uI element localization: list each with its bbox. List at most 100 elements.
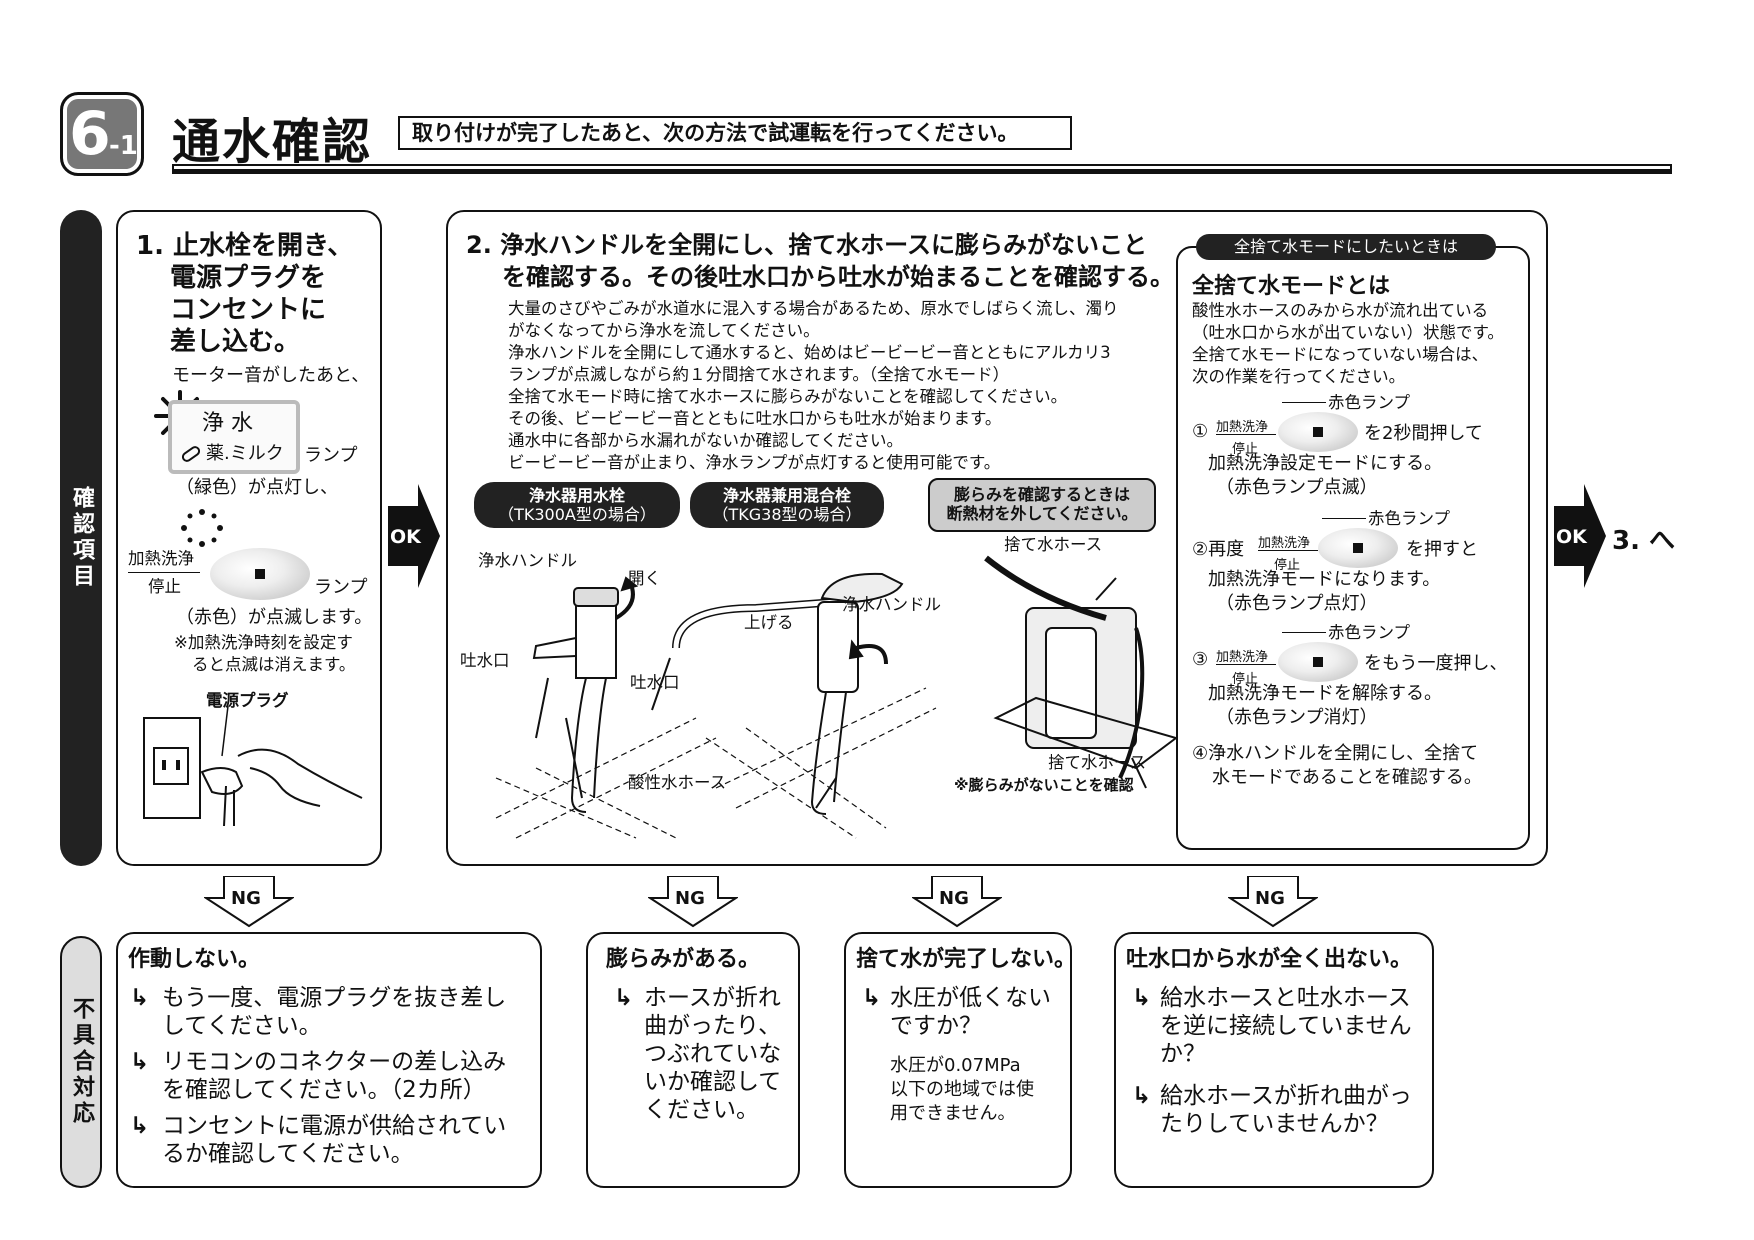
- trouble-note-line: 以下の地域では使: [890, 1079, 1034, 1100]
- ok-arrow-icon: [388, 484, 440, 588]
- power-plug-label: 電源プラグ: [206, 691, 289, 710]
- trouble-item-line: るか確認してください。: [162, 1141, 414, 1167]
- step2-body-line: ビービービー音が止まり、浄水ランプが点灯すると使用可能です。: [508, 453, 1001, 472]
- ok-arrow-icon: [1554, 484, 1606, 588]
- step1-note-line: ※加熱洗浄時刻を設定す: [174, 633, 353, 652]
- header-rule: [172, 164, 1672, 174]
- label-open: 開く: [628, 569, 661, 588]
- btn-label-divider: [1216, 434, 1276, 435]
- mode-step2-text: 加熱洗浄モードになります。: [1208, 569, 1441, 590]
- step2-body-line: 全捨て水モード時に捨て水ホースに膨らみがないことを確認してください。: [508, 387, 1068, 406]
- trouble-item-line: たりしていませんか？: [1160, 1111, 1389, 1137]
- ng-label: NG: [939, 888, 969, 909]
- mode-box-title: 全捨て水モードとは: [1192, 274, 1391, 299]
- section-badge: 6 -1: [60, 92, 144, 176]
- heat-wash-stop-button[interactable]: [1318, 528, 1398, 568]
- step2-body-line: 通水中に各部から水漏れがないか確認してください。: [508, 431, 904, 450]
- btn-label-divider: [1258, 550, 1318, 551]
- label-handle2: 浄水ハンドル: [842, 595, 941, 614]
- step2-body-line: その後、ビービービー音とともに吐水口からも吐水が始まります。: [508, 409, 1002, 428]
- label-drain-hose-bottom: 捨て水ホース: [1048, 753, 1147, 772]
- power-outlet-illustration: [143, 705, 363, 827]
- trouble-title: 作動しない。: [128, 947, 261, 972]
- trouble-title: 吐水口から水が全く出ない。: [1126, 947, 1413, 972]
- heat-wash-stop-button[interactable]: [1278, 412, 1358, 452]
- side-label-check: 確認項目: [60, 210, 102, 866]
- trouble-panel-no-operation: 作動しない。 ↳ もう一度、電源プラグを抜き差し してください。 ↳ リモコンの…: [116, 932, 542, 1188]
- arrow-bullet-icon: ↳: [862, 985, 882, 1011]
- ng-arrow-icon: [204, 876, 294, 928]
- trouble-item-line: ください。: [644, 1097, 759, 1123]
- mode-step1-num: ①: [1192, 421, 1209, 442]
- side-label-trouble: 不具合対応: [60, 936, 102, 1188]
- mode-step1-text: （赤色ランプ点滅）: [1216, 477, 1378, 498]
- lamp-leader: [1282, 632, 1326, 633]
- red-lamp-label: 赤色ランプ: [1328, 623, 1411, 642]
- step1-red-text: （赤色）が点滅します。: [176, 607, 373, 628]
- faucet-illustration: [495, 555, 1176, 839]
- mode-desc-line: 次の作業を行ってください。: [1192, 367, 1406, 386]
- faucet-type2-badge: 浄水器兼用混合栓 （TKG38型の場合）: [690, 482, 884, 528]
- ng-arrow-icon: [912, 876, 1002, 928]
- step1-lamp-word: ランプ: [304, 445, 358, 466]
- trouble-item-line: リモコンのコネクターの差し込み: [162, 1049, 507, 1075]
- lamp-label-water: 浄 水: [202, 411, 253, 436]
- arrow-bullet-icon: ↳: [130, 1049, 150, 1075]
- badge-line: 浄水器兼用混合栓: [722, 486, 851, 505]
- mode-step2-text: を押すと: [1406, 539, 1478, 560]
- section-number: 6: [69, 99, 111, 169]
- page-title: 通水確認: [172, 114, 373, 170]
- mode-step3-text: 加熱洗浄モードを解除する。: [1208, 683, 1442, 704]
- next-step-link[interactable]: 3. へ: [1612, 526, 1676, 556]
- heat-wash-stop-button[interactable]: [210, 548, 310, 600]
- heat-wash-label: 加熱洗浄: [1216, 420, 1269, 435]
- label-confirm-note: ※膨らみがないことを確認: [954, 776, 1134, 794]
- trouble-item-line: 曲がったり、: [644, 1013, 782, 1039]
- badge-line: （TK300A型の場合）: [498, 505, 656, 524]
- badge-line: （TKG38型の場合）: [712, 505, 862, 524]
- arrow-bullet-icon: ↳: [1132, 985, 1152, 1011]
- lamp-leader: [1322, 518, 1366, 519]
- step1-heading-line: 差し込む。: [170, 327, 301, 357]
- red-lamp-label: 赤色ランプ: [1368, 509, 1451, 528]
- mode-box-tab: 全捨て水モードにしたいときは: [1196, 234, 1496, 260]
- section-sub-number: -1: [109, 131, 138, 161]
- arrow-bullet-icon: ↳: [1132, 1083, 1152, 1109]
- step2-body-line: 大量のさびやごみが水道水に混入する場合があるため、原水でしばらく流し、濁り: [508, 299, 1119, 318]
- lamp-label-medicine: 薬.ミルク: [206, 443, 284, 464]
- trouble-note-line: 水圧が0.07MPa: [890, 1055, 1021, 1076]
- ng-label: NG: [675, 888, 705, 909]
- trouble-item-line: してください。: [162, 1013, 322, 1039]
- trouble-item-line: を逆に接続していません: [1160, 1013, 1412, 1039]
- arrow-bullet-icon: ↳: [130, 1113, 150, 1139]
- heat-wash-stop-button[interactable]: [1278, 642, 1358, 682]
- mode-desc-line: 酸性水ホースのみから水が流れ出ている: [1192, 301, 1489, 320]
- pill-icon: [181, 446, 201, 462]
- stop-label: 停止: [1274, 558, 1301, 573]
- step2-body-line: ランプが点滅しながら約１分間捨て水されます。（全捨て水モード）: [508, 365, 1010, 384]
- full-drain-mode-box: 全捨て水モードにしたいときは 全捨て水モードとは 酸性水ホースのみから水が流れ出…: [1176, 234, 1530, 850]
- trouble-item-line: コンセントに電源が供給されてい: [162, 1113, 507, 1139]
- arrow-bullet-icon: ↳: [130, 985, 150, 1011]
- step1-heading-line: コンセントに: [170, 295, 327, 325]
- badge-line: 膨らみを確認するときは: [953, 485, 1130, 504]
- step1-motor-text: モーター音がしたあと、: [172, 365, 370, 386]
- stop-label: 停止: [148, 577, 181, 596]
- trouble-item-line: もう一度、電源プラグを抜き差し: [162, 985, 507, 1011]
- mode-step2-text: ②再度: [1192, 539, 1245, 560]
- mode-step1-text: 加熱洗浄設定モードにする。: [1208, 453, 1443, 474]
- ng-label: NG: [1255, 888, 1285, 909]
- step1-green-text: （緑色）が点灯し、: [176, 477, 338, 498]
- step1-heading-line: 1. 止水栓を開き、: [136, 231, 354, 261]
- mode-desc-line: 全捨て水モードになっていない場合は、: [1192, 345, 1489, 364]
- intro-text: 取り付けが完了したあと、次の方法で試運転を行ってください。: [398, 116, 1072, 150]
- mode-step1-text: を2秒間押して: [1364, 423, 1483, 444]
- trouble-panel-drain-incomplete: 捨て水が完了しない。 ↳ 水圧が低くない ですか？ 水圧が0.07MPa 以下の…: [844, 932, 1076, 1188]
- trouble-item-line: いか確認して: [644, 1069, 782, 1095]
- mode-step3-num: ③: [1192, 649, 1209, 670]
- step1-panel: 1. 止水栓を開き、 電源プラグを コンセントに 差し込む。 モーター音がしたあ…: [116, 210, 382, 866]
- ng-arrow-icon: [1228, 876, 1318, 928]
- trouble-item-line: ですか？: [890, 1013, 982, 1039]
- step1-lamp-word2: ランプ: [314, 577, 368, 598]
- step1-note-line: ると点滅は消えます。: [192, 655, 356, 674]
